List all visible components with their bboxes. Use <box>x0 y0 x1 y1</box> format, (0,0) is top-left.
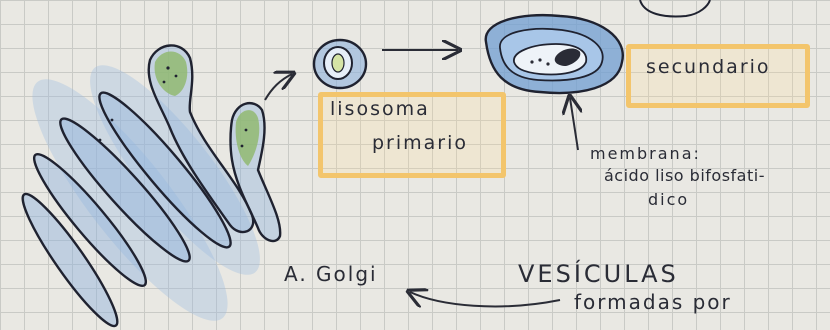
golgi-apparatus <box>6 45 283 330</box>
secondary-lysosome <box>486 15 623 93</box>
golgi-label: A. Golgi <box>284 262 378 286</box>
vesiculas-label: VESÍCULAS <box>518 260 679 288</box>
membrana-label-line2: ácido liso bifosfati- <box>604 166 765 185</box>
next-organelle-partial <box>640 0 710 16</box>
primary-lysosome <box>314 40 366 88</box>
membrana-label-line1: membrana: <box>590 144 701 163</box>
secundario-label: secundario <box>646 56 771 78</box>
formadas-por-label: formadas por <box>574 290 732 314</box>
arrow-golgi-to-lisosoma <box>265 74 292 100</box>
lisosoma-label-line1: lisosoma <box>330 98 430 120</box>
lisosoma-label-line2: primario <box>372 132 468 154</box>
arrow-membrana-to-secundario <box>570 98 578 150</box>
membrana-label-line3: dico <box>648 190 689 209</box>
arrow-vesiculas-to-golgi <box>410 292 560 306</box>
